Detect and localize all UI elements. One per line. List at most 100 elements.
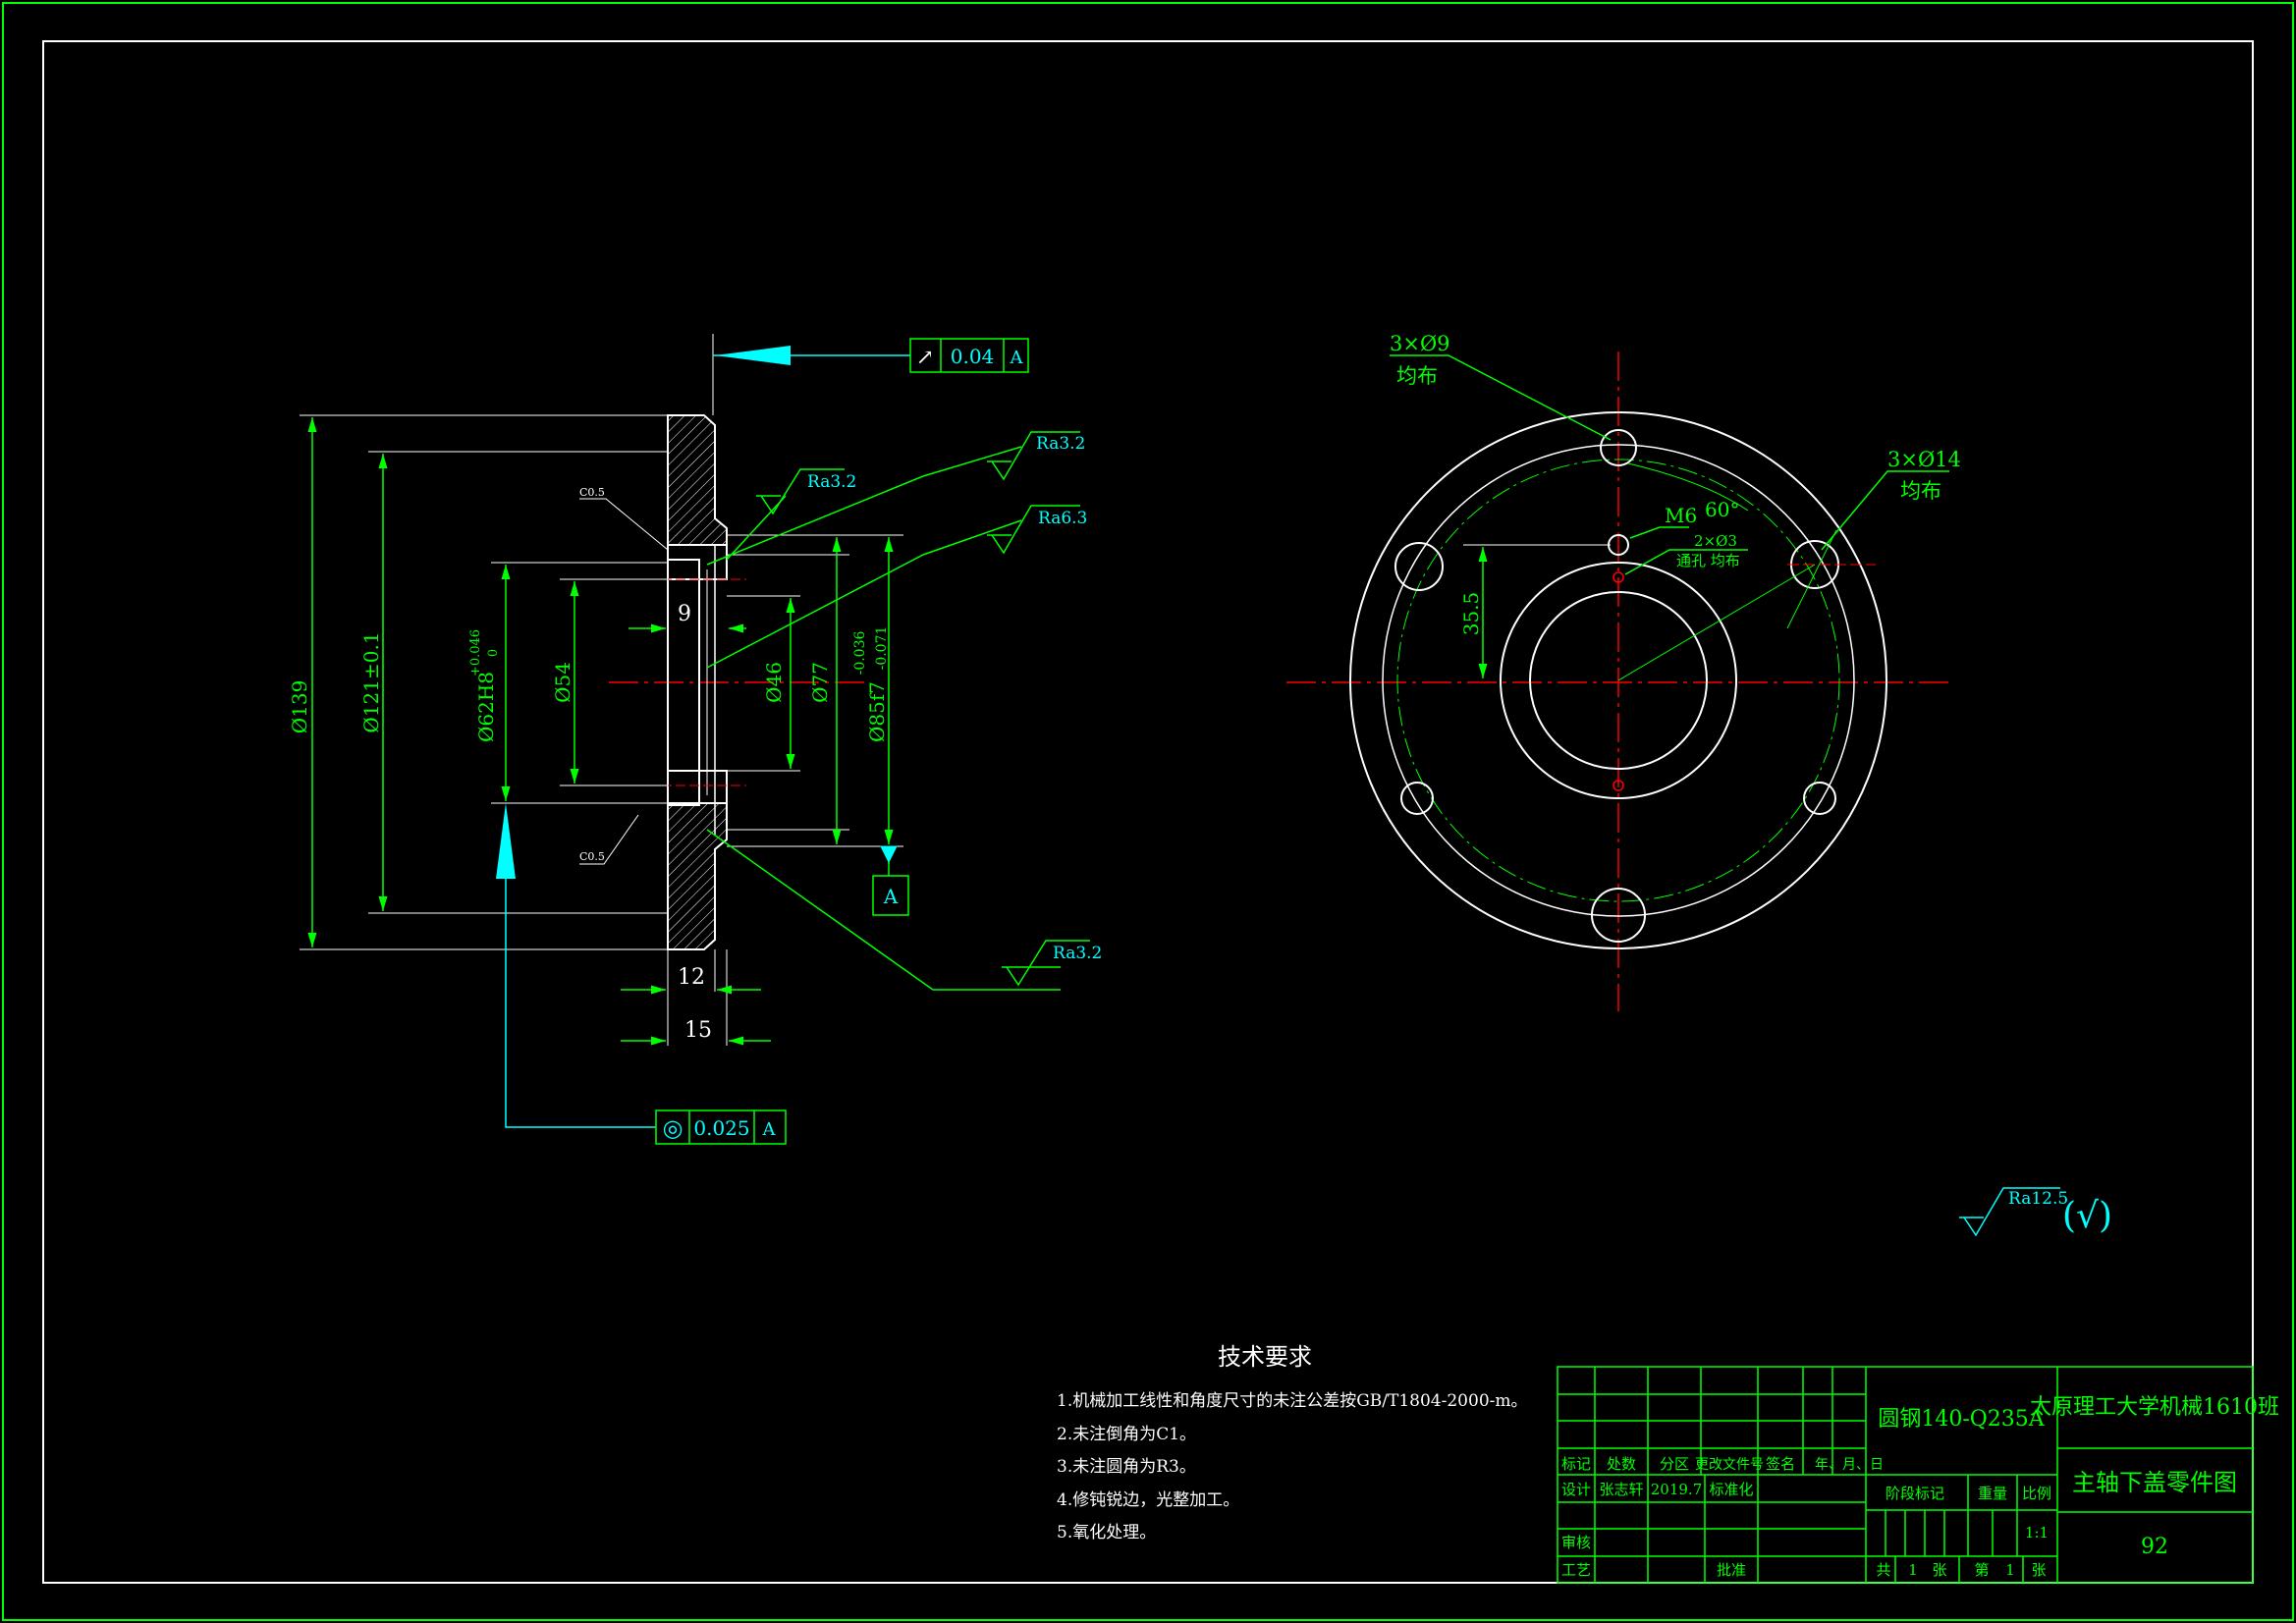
dim-d85: Ø85f7 xyxy=(865,681,889,742)
small-hole-bottom xyxy=(1613,780,1624,791)
extension-lines xyxy=(300,334,903,1046)
dim-d85-tol-lower: -0.071 xyxy=(874,626,890,671)
dim-w12: 12 xyxy=(678,965,705,990)
roughness-1-label: Ra3.2 xyxy=(1036,434,1085,454)
tb-drawing-no: 92 xyxy=(2141,1535,2168,1559)
concentricity-arrow xyxy=(496,803,516,879)
dimension-lines xyxy=(307,417,894,1046)
hole-14-bottom xyxy=(1591,888,1646,943)
dim-w9: 9 xyxy=(678,602,691,626)
roughness-2-label: Ra3.2 xyxy=(807,472,856,492)
title-block-text: 圆钢140-Q235A 太原理工大学机械1610班 主轴下盖零件图 92 标记 … xyxy=(1561,1395,2279,1579)
tb-sheets-total-label: 共 xyxy=(1876,1561,1890,1579)
holes-14-leader xyxy=(1821,470,1949,551)
runout-frame xyxy=(909,338,1029,373)
chamfer-top-label: C0.5 xyxy=(579,486,605,499)
small-hole-top xyxy=(1613,571,1624,583)
hole-14-left xyxy=(1394,542,1444,591)
tb-sheet-no: 1 xyxy=(2005,1561,2015,1579)
roughness-4-label: Ra3.2 xyxy=(1053,944,1102,963)
runout-symbol-icon: ↗ xyxy=(916,346,934,370)
tech-requirements: 技术要求 1.机械加工线性和角度尺寸的未注公差按GB/T1804-2000-m。… xyxy=(1057,1343,1528,1542)
small-holes-leader xyxy=(1624,549,1748,575)
angle-arc xyxy=(1627,462,1749,512)
chamfer-bottom-label: C0.5 xyxy=(579,850,605,863)
dim-d139: Ø139 xyxy=(288,680,311,734)
tech-item-4: 4.修钝锐边，光整加工。 xyxy=(1057,1490,1239,1510)
tb-scale: 1:1 xyxy=(2025,1524,2049,1542)
flange-bottom-hatch xyxy=(667,802,728,950)
front-view: 35.5 3×Ø9 均布 3×Ø14 均布 M6 60° 2×Ø3 通孔 均布 xyxy=(1286,332,1961,1011)
runout-datum: A xyxy=(1010,348,1024,368)
roughness-3 xyxy=(706,505,1080,669)
holes-14-note: 均布 xyxy=(1900,479,1941,503)
thread-label: M6 xyxy=(1665,504,1697,527)
section-view: Ø139 Ø121±0.1 Ø62H8 +0.046 0 Ø54 Ø46 Ø77… xyxy=(288,334,1102,1145)
tb-process-label: 工艺 xyxy=(1561,1561,1591,1579)
tech-item-5: 5.氧化处理。 xyxy=(1057,1523,1156,1542)
datum-letter: A xyxy=(883,885,899,908)
datum-triangle xyxy=(880,845,898,864)
datum-box xyxy=(872,875,909,916)
tb-scale-label: 比例 xyxy=(2022,1485,2051,1502)
tb-drawing-name: 主轴下盖零件图 xyxy=(2072,1469,2237,1496)
tb-hdr-count: 处数 xyxy=(1607,1455,1636,1473)
tb-sheets-total: 1 xyxy=(1908,1561,1918,1579)
tb-standardize-label: 标准化 xyxy=(1709,1481,1753,1498)
dim-d54: Ø54 xyxy=(551,662,574,703)
small-holes-note: 通孔 均布 xyxy=(1676,552,1740,569)
hub-circle xyxy=(1500,562,1737,799)
holes-9-label: 3×Ø9 xyxy=(1390,332,1450,355)
tb-stage-label: 阶段标记 xyxy=(1886,1485,1944,1502)
hole-9-left xyxy=(1400,782,1434,815)
dim-d62-tol-lower: 0 xyxy=(486,649,501,657)
tb-hdr-zone: 分区 xyxy=(1660,1455,1689,1473)
holes-14-label: 3×Ø14 xyxy=(1887,448,1961,471)
roughness-4 xyxy=(706,829,1090,991)
runout-arrow xyxy=(715,346,791,365)
chamfer-bottom-leader xyxy=(579,814,639,865)
tb-design-label: 设计 xyxy=(1561,1481,1591,1498)
bore-wall-bottom xyxy=(667,770,728,803)
holes-9-leader xyxy=(1390,354,1612,441)
concentricity-symbol-icon: ◎ xyxy=(663,1114,683,1142)
outer-circle xyxy=(1349,411,1887,949)
dim-d62: Ø62H8 xyxy=(474,672,498,742)
dim-d121: Ø121±0.1 xyxy=(359,631,383,732)
tb-design-date: 2019.7 xyxy=(1651,1481,1703,1498)
second-circle xyxy=(1382,444,1855,917)
tb-hdr-doc: 更改文件号 xyxy=(1695,1457,1764,1473)
tb-hdr-mark: 标记 xyxy=(1561,1455,1591,1473)
tb-approve-label: 批准 xyxy=(1717,1561,1746,1579)
tech-item-2: 2.未注倒角为C1。 xyxy=(1057,1425,1196,1444)
dim-d46: Ø46 xyxy=(762,662,786,703)
tb-review-label: 审核 xyxy=(1561,1534,1591,1551)
tb-school: 太原理工大学机械1610班 xyxy=(2030,1395,2279,1420)
tb-hdr-sign: 签名 xyxy=(1766,1455,1795,1473)
hole-right-radial xyxy=(1786,529,1837,629)
dim-w15: 15 xyxy=(684,1018,712,1043)
pitch-circle xyxy=(1396,459,1840,902)
roughness-2 xyxy=(726,468,845,561)
tb-sheet-label: 第 xyxy=(1974,1561,1989,1579)
general-roughness-paren: (√) xyxy=(2062,1196,2112,1236)
tech-item-1: 1.机械加工线性和角度尺寸的未注公差按GB/T1804-2000-m。 xyxy=(1057,1391,1528,1411)
flange-top-hatch xyxy=(667,414,728,546)
concentricity-leader xyxy=(505,854,656,1128)
roughness-3-label: Ra6.3 xyxy=(1038,509,1087,528)
angle-label: 60° xyxy=(1705,498,1739,521)
tb-sheets-unit: 张 xyxy=(1932,1561,1946,1579)
angle-line xyxy=(1617,564,1816,681)
title-block xyxy=(1557,1366,2254,1584)
tech-title: 技术要求 xyxy=(1218,1343,1312,1371)
tb-designer: 张志轩 xyxy=(1599,1481,1643,1498)
holes-9-note: 均布 xyxy=(1396,364,1438,388)
tb-material: 圆钢140-Q235A xyxy=(1878,1407,2045,1432)
hole-14-top xyxy=(1600,429,1637,466)
tb-hdr-date: 年、月、日 xyxy=(1815,1457,1884,1473)
bore-circle xyxy=(1529,591,1708,770)
concentricity-value: 0.025 xyxy=(693,1116,749,1140)
runout-value: 0.04 xyxy=(951,345,995,368)
